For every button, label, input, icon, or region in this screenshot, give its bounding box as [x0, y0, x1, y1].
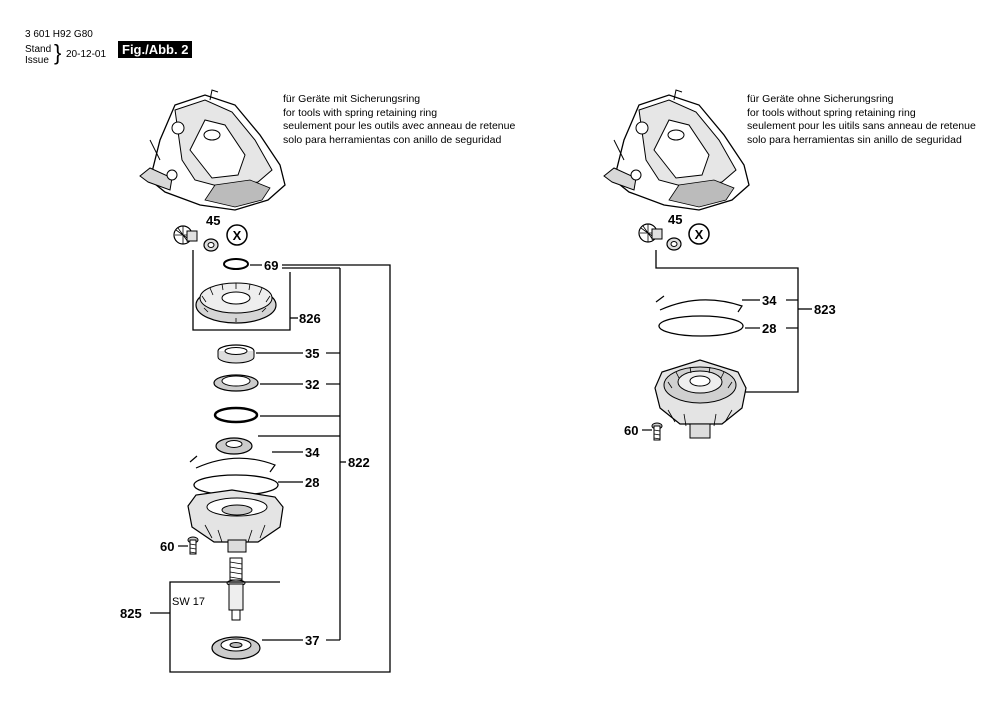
- label-823: 823: [814, 302, 836, 317]
- label-32: 32: [305, 377, 319, 392]
- label-822: 822: [348, 455, 370, 470]
- label-825: 825: [120, 606, 142, 621]
- note-right-line: solo para herramientas sin anillo de seg…: [747, 133, 962, 146]
- bearing-upper: [215, 437, 253, 455]
- note-left-line: seulement pour les outils avec anneau de…: [283, 120, 516, 132]
- note-right-line: für Geräte ohne Sicherungsring: [747, 93, 894, 105]
- spring-ring-34-right: [655, 295, 743, 313]
- label-45-left: 45: [206, 213, 220, 228]
- stand-label: Stand: [25, 44, 52, 55]
- bevel-gear-826: [195, 282, 277, 324]
- note-left-line: for tools with spring retaining ring: [283, 106, 438, 119]
- label-34-right: 34: [762, 293, 777, 308]
- sleeve-35: [217, 344, 255, 364]
- note-right-line: for tools without spring retaining ring: [747, 106, 916, 119]
- circlip: [213, 406, 259, 424]
- ring-28-right: [658, 315, 744, 337]
- spring-ring-34-left: [189, 455, 276, 473]
- brace: }: [54, 40, 62, 65]
- x-label-left: X: [233, 228, 242, 243]
- gear-housing-right: [603, 89, 750, 211]
- note-left: für Geräte mit Sicherungsring for tools …: [283, 93, 515, 147]
- issue-date: 20-12-01: [66, 49, 107, 60]
- bracket-outer: [169, 264, 391, 673]
- label-sw17: SW 17: [172, 596, 205, 608]
- spindle-825: [226, 557, 246, 621]
- screw-60-right: [651, 422, 663, 441]
- pinion-right: [638, 223, 663, 243]
- nut-45-left: [203, 238, 219, 252]
- note-right-line: seulement pour les uitils sans anneau de…: [747, 120, 976, 132]
- bearing-flange-left: [187, 489, 284, 553]
- pinion-left: [173, 225, 198, 245]
- bearing-flange-right: [654, 359, 747, 439]
- label-60-left: 60: [160, 539, 174, 554]
- note-left-line: solo para herramientas con anillo de seg…: [283, 133, 502, 146]
- label-34-left: 34: [305, 445, 320, 460]
- bearing-32: [213, 374, 259, 392]
- note-left-line: für Geräte mit Sicherungsring: [283, 93, 421, 105]
- x-label-right: X: [695, 227, 704, 242]
- snap-ring-69: [223, 258, 249, 270]
- bearing-37: [211, 636, 261, 660]
- label-37: 37: [305, 633, 319, 648]
- label-60-right: 60: [624, 423, 638, 438]
- bracket-823: [655, 250, 799, 393]
- label-28-right: 28: [762, 321, 776, 336]
- note-right: für Geräte ohne Sicherungsring for tools…: [747, 93, 976, 147]
- label-45-right: 45: [668, 212, 682, 227]
- label-69: 69: [264, 258, 278, 273]
- issue-label: Issue: [25, 55, 49, 66]
- label-35: 35: [305, 346, 319, 361]
- label-28-left: 28: [305, 475, 319, 490]
- bracket-826: [192, 250, 291, 331]
- part-number: 3 601 H92 G80: [25, 29, 93, 40]
- figure-label: Fig./Abb. 2: [118, 41, 193, 58]
- gear-housing-left: [139, 89, 286, 211]
- nut-45-right: [666, 237, 682, 251]
- label-826: 826: [299, 311, 321, 326]
- screw-60-left: [187, 536, 199, 555]
